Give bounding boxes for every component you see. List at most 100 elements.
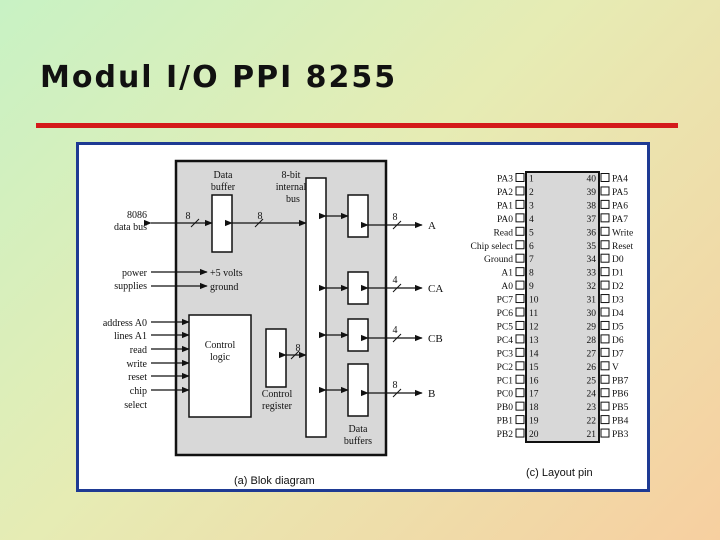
left-pin-number: 19 <box>529 417 539 427</box>
internal-bus-label-line1: 8-bit <box>282 170 301 181</box>
right-pin-number: 23 <box>587 403 597 413</box>
left-pin-box <box>515 213 525 223</box>
right-pin-name: Reset <box>612 242 633 252</box>
layout-pin-caption: (c) Layout pin <box>526 467 593 479</box>
port-a-buffer <box>347 194 369 238</box>
right-pin-box <box>600 415 610 425</box>
right-pin-number: 26 <box>587 363 597 373</box>
data-buffer-label-line2: buffer <box>211 182 236 193</box>
right-pin-box <box>600 320 610 330</box>
right-pin-number: 28 <box>587 336 597 346</box>
left-pin-name: PC3 <box>497 349 514 359</box>
left-pin-number: 15 <box>529 363 539 373</box>
right-pin-name: V <box>612 363 619 373</box>
left-pin-name: PA3 <box>497 175 513 185</box>
data-buffers-label-line2: buffers <box>344 436 372 447</box>
left-pin-number: 20 <box>529 430 539 440</box>
left-pin-name: A0 <box>501 282 513 292</box>
left-pin-number: 4 <box>529 215 534 225</box>
left-pin-box <box>515 226 525 236</box>
right-pin-name: PB3 <box>612 430 629 440</box>
left-pin-name: PA1 <box>497 201 513 211</box>
left-pin-name: PC2 <box>497 363 514 373</box>
right-pin-box <box>600 186 610 196</box>
right-pin-name: PA5 <box>612 188 628 198</box>
left-pin-name: Read <box>493 228 513 238</box>
right-pin-box <box>600 374 610 384</box>
port-cb-label: CB <box>428 333 443 345</box>
left-pin-name: Ground <box>484 255 513 265</box>
data-buffer-block <box>211 194 233 253</box>
right-pin-number: 24 <box>587 390 597 400</box>
power-label-line1: power <box>122 268 148 279</box>
left-pin-name: PB0 <box>497 403 514 413</box>
right-pin-name: PA7 <box>612 215 628 225</box>
port-a-label: A <box>428 220 436 232</box>
right-pin-number: 25 <box>587 376 597 386</box>
right-pin-number: 29 <box>587 322 597 332</box>
left-pin-name: PB2 <box>497 430 514 440</box>
right-pin-name: D5 <box>612 322 624 332</box>
control-register-label-line1: Control <box>262 389 293 400</box>
left-pin-name: PC0 <box>497 390 514 400</box>
left-pin-number: 7 <box>529 255 534 265</box>
left-pin-box <box>515 374 525 384</box>
left-pin-number: 1 <box>529 175 534 185</box>
right-pin-box <box>600 401 610 411</box>
left-pin-number: 6 <box>529 242 534 252</box>
control-logic-block <box>188 314 252 418</box>
bus-8086-width-tick <box>190 218 200 228</box>
left-pin-name: A1 <box>501 269 513 279</box>
left-pin-box <box>515 199 525 209</box>
right-pin-box <box>600 428 610 438</box>
right-pin-number: 21 <box>587 430 597 440</box>
left-pin-box <box>515 173 525 182</box>
port-b-buffer <box>347 363 369 417</box>
right-pin-box <box>600 307 610 317</box>
dip-body <box>525 171 600 443</box>
right-pin-number: 33 <box>587 269 597 279</box>
internal-bus-block <box>305 177 327 438</box>
figure-panel: Data buffer 8-bit internal bus Control l… <box>76 142 650 492</box>
left-pin-box <box>515 428 525 438</box>
left-pin-number: 14 <box>529 349 539 359</box>
left-pin-box <box>515 267 525 277</box>
right-pin-number: 34 <box>587 255 597 265</box>
left-pin-name: PA2 <box>497 188 513 198</box>
right-pin-box <box>600 199 610 209</box>
bus-8086-label-line2: data bus <box>114 222 147 233</box>
left-pin-number: 10 <box>529 296 539 306</box>
port-ca-label: CA <box>428 283 443 295</box>
ppi-8255-figure: Data buffer 8-bit internal bus Control l… <box>103 159 633 487</box>
right-pin-name: D2 <box>612 282 624 292</box>
left-pin-box <box>515 294 525 304</box>
bus-8086-label-line1: 8086 <box>127 210 147 221</box>
power-ground-label: ground <box>210 282 238 293</box>
left-pin-box <box>515 401 525 411</box>
buffer-to-bus-width-tick <box>254 218 264 228</box>
control-logic-label-line2: logic <box>210 352 231 363</box>
buffer-to-bus-width-label: 8 <box>258 211 263 222</box>
control-register-label-line2: register <box>262 401 293 412</box>
register-to-bus-width-tick <box>290 350 300 360</box>
left-pin-name: PC1 <box>497 376 514 386</box>
left-pin-name: PC6 <box>497 309 514 319</box>
control-input-select: select <box>124 400 147 411</box>
port-b-width-tick <box>392 388 402 398</box>
right-pin-box <box>600 226 610 236</box>
left-pin-name: PC7 <box>497 296 514 306</box>
left-pin-number: 11 <box>529 309 538 319</box>
right-pin-name: PA6 <box>612 201 628 211</box>
right-pin-name: PB7 <box>612 376 629 386</box>
right-pin-name: PA4 <box>612 175 628 185</box>
left-pin-box <box>515 307 525 317</box>
right-pin-box <box>600 173 610 182</box>
left-pin-box <box>515 334 525 344</box>
right-pin-number: 36 <box>587 228 597 238</box>
right-pin-name: PB6 <box>612 390 629 400</box>
control-register-block <box>265 328 287 388</box>
port-a-width-label: 8 <box>393 212 398 223</box>
right-pin-box <box>600 294 610 304</box>
left-pin-box <box>515 186 525 196</box>
right-pin-number: 38 <box>587 201 597 211</box>
